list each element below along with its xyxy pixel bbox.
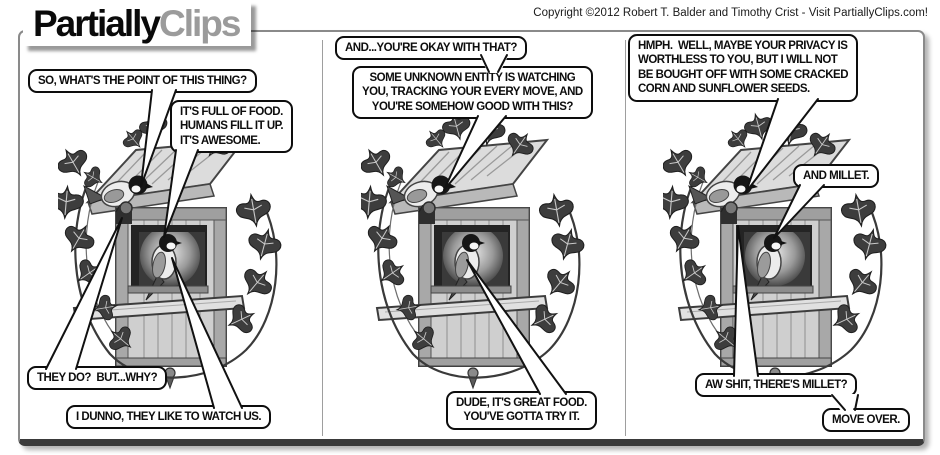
birdhouse-artwork-panel-2 [361, 112, 601, 397]
speech-bubble-p3-1: HMPH. WELL, MAYBE YOUR PRIVACY IS WORTHL… [628, 34, 859, 102]
speech-bubble-p3-4: MOVE OVER. [822, 408, 910, 433]
speech-bubble-p3-2: AND MILLET. [793, 164, 880, 189]
speech-bubble-p3-3: AW SHIT, THERE'S MILLET? [695, 373, 858, 398]
logo-text-partially: Partially [33, 3, 161, 44]
birdhouse-artwork-panel-3 [663, 112, 903, 397]
partiallyclips-logo: PartiallyClips [23, 1, 252, 46]
speech-bubble-p1-2: IT'S FULL OF FOOD. HUMANS FILL IT UP. IT… [170, 100, 294, 154]
logo-text-clips: Clips [158, 3, 241, 44]
speech-bubble-p1-3: THEY DO? BUT...WHY? [27, 366, 168, 391]
speech-bubble-p2-2: SOME UNKNOWN ENTITY IS WATCHING YOU, TRA… [352, 66, 593, 120]
birdhouse-artwork-panel-1 [58, 112, 298, 397]
speech-bubble-p2-3: DUDE, IT'S GREAT FOOD. YOU'VE GOTTA TRY … [446, 391, 597, 430]
copyright-text: Copyright ©2012 Robert T. Balder and Tim… [533, 7, 928, 19]
speech-bubble-p1-1: SO, WHAT'S THE POINT OF THIS THING? [28, 69, 257, 94]
panel-divider-1 [322, 40, 323, 436]
speech-bubble-p2-1: AND...YOU'RE OKAY WITH THAT? [335, 36, 527, 61]
speech-bubble-p1-4: I DUNNO, THEY LIKE TO WATCH US. [66, 405, 272, 430]
panel-divider-2 [625, 40, 626, 436]
